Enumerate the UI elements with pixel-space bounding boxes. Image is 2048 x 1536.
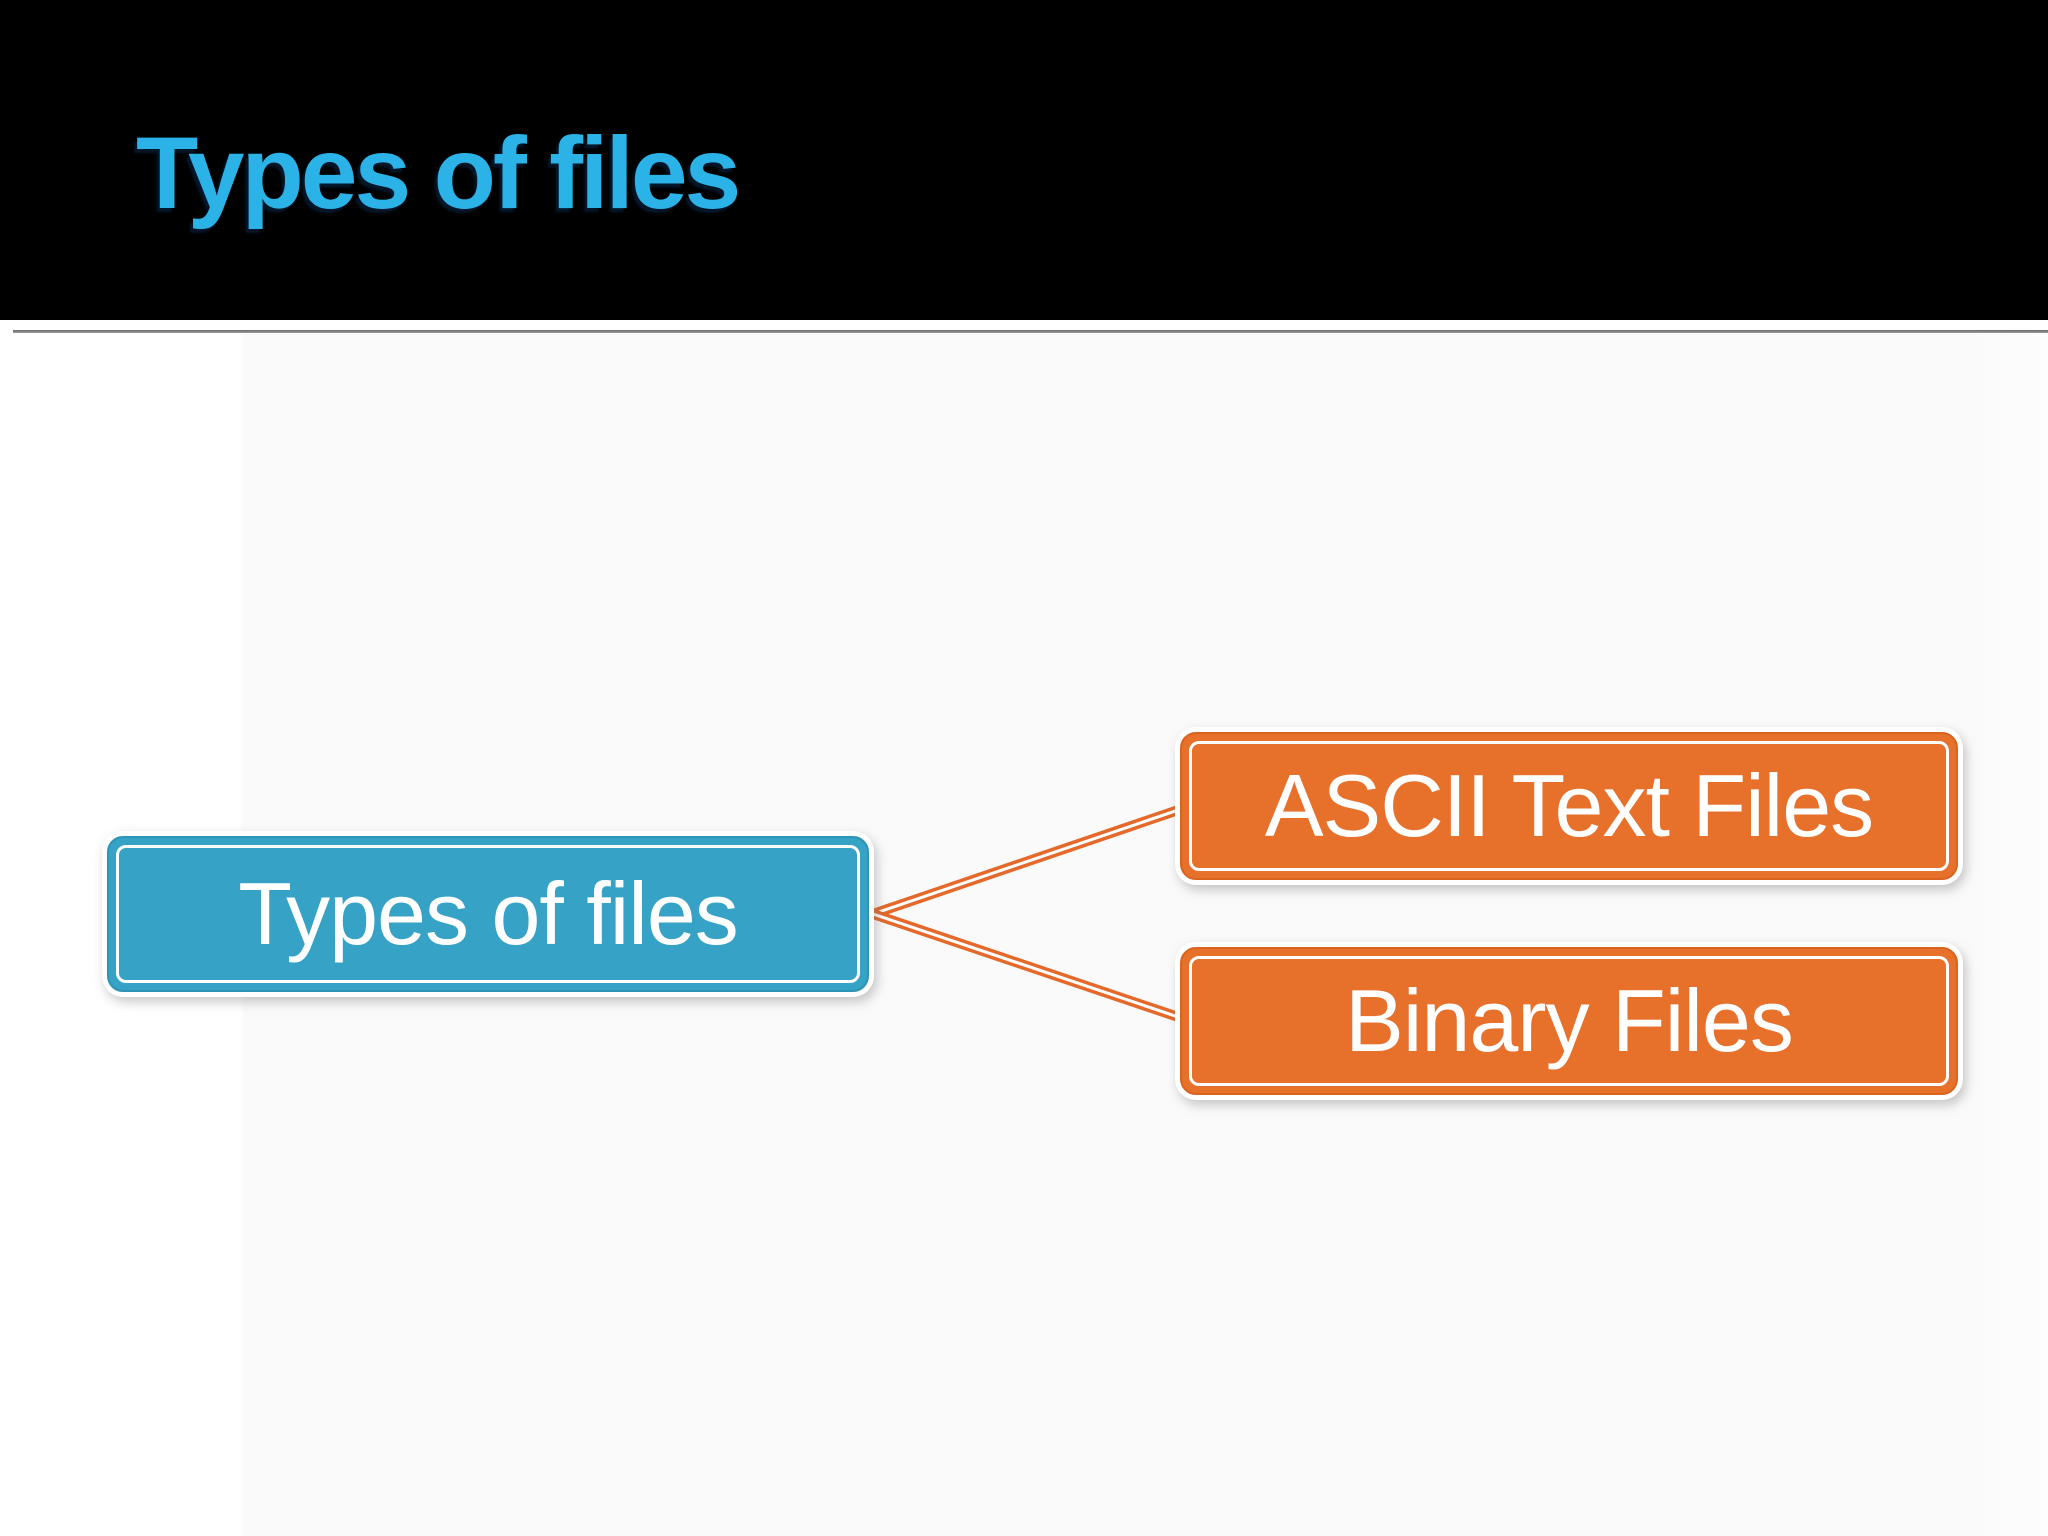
child-node-ascii-text-files: ASCII Text Files (1180, 732, 1958, 880)
connector-upper-stripe (872, 804, 1191, 916)
connector-lower-stripe (872, 912, 1191, 1023)
header-divider-line (13, 330, 2048, 333)
slide-title: Types of files (136, 116, 741, 230)
root-node-label: Types of files (238, 864, 739, 963)
root-node-types-of-files: Types of files (107, 836, 869, 992)
child-node-binary-files: Binary Files (1180, 947, 1958, 1095)
ascii-node-label: ASCII Text Files (1264, 756, 1874, 855)
binary-node-label: Binary Files (1345, 971, 1794, 1070)
slide-header: Types of files (0, 0, 2048, 320)
